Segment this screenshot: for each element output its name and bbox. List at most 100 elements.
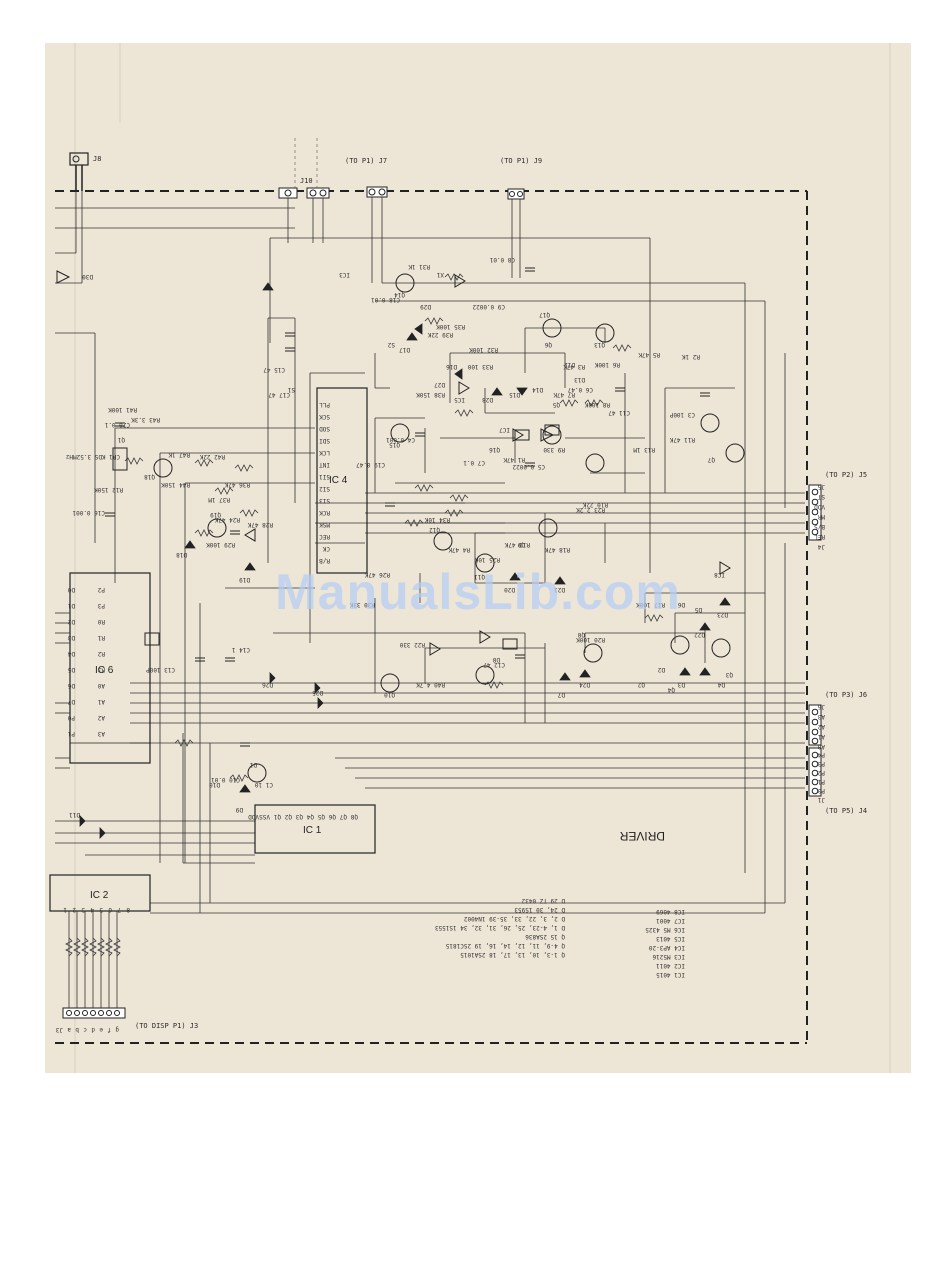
connector-J7 — [366, 186, 388, 283]
component-label: R37 1M — [208, 496, 230, 503]
component-label: C10 0.01 — [211, 776, 240, 783]
component-label: Q8 — [577, 631, 585, 638]
component-label: D9 — [235, 806, 243, 813]
label-IC4: IC 4 — [329, 475, 348, 486]
component-label: R41 100K — [108, 406, 137, 413]
part-legend-row: D 24, 30 1S953 — [514, 906, 565, 913]
ic1-pin-label: Q4 — [306, 813, 314, 820]
label-J4: (TO P5) J4 — [825, 807, 867, 815]
label-IC2: IC 2 — [90, 890, 109, 901]
component-label: R12 150K — [94, 486, 123, 493]
component-label: R3 47K — [563, 363, 585, 370]
component-label: IC3 — [339, 271, 350, 278]
connector-J6-header — [808, 704, 822, 746]
component-label: R40 4.7K — [416, 681, 445, 688]
ic1-pin-label: Q8 — [350, 813, 358, 820]
component-label: R23 2.2K — [576, 506, 605, 513]
component-label: D23 — [717, 611, 728, 618]
j3-pin-label: g — [115, 1026, 119, 1033]
crystal-CR1 — [112, 447, 160, 646]
j4-pin-label: P4 — [817, 751, 825, 758]
component-label: R9 330 — [543, 446, 565, 453]
component-label: R30 33K — [349, 601, 375, 608]
component-label: D29 — [420, 303, 431, 310]
component-label: D6 — [677, 601, 685, 608]
component-label: R4 47K — [448, 546, 470, 553]
transistors — [153, 273, 745, 783]
j3-pin-label: d — [91, 1026, 95, 1033]
label-J9: (TO P1) J9 — [500, 157, 542, 165]
component-label: D16 — [446, 363, 457, 370]
section-label-driver: DRIVER — [619, 829, 665, 843]
part-legend-row: Q 4-9, 11, 12, 14, 16, 19 2SC1815 — [445, 942, 565, 949]
component-label: Q1 — [117, 436, 125, 443]
ic6-pin-label: D6 — [67, 682, 75, 689]
ic-legend-row: IC6 M5 4325 — [645, 926, 685, 933]
ic4-pin-label: RCK — [319, 509, 330, 516]
ic6-pin-label: P1 — [67, 730, 75, 737]
ic2-pin-label: 1 — [63, 906, 67, 913]
component-label: D19 — [239, 576, 250, 583]
label-IC1: IC 1 — [303, 825, 322, 836]
component-label: R32 100K — [469, 346, 498, 353]
ic4-pin-label: LCK — [319, 449, 330, 456]
component-label: R6 100K — [594, 361, 620, 368]
ic-legend-row: IC8 4069 — [656, 908, 685, 915]
component-label: D21 — [554, 586, 565, 593]
ic6-pin-label: D7 — [67, 698, 75, 705]
component-label: X1 — [436, 271, 444, 278]
j4-pin-label: J1 — [817, 796, 825, 803]
ic6-pin-label: D4 — [67, 650, 75, 657]
component-label: R13 1M — [633, 446, 655, 453]
component-label: D18 — [176, 551, 187, 558]
component-label: D26 — [262, 681, 273, 688]
component-label: Q12 — [429, 526, 440, 533]
component-label: C12 47 — [483, 661, 505, 668]
j6-pin-label: A3 — [817, 713, 825, 720]
component-label: R2 1K — [682, 353, 700, 360]
label-J3: (TO DISP P1) J3 — [135, 1022, 198, 1030]
connector-J5-header — [808, 484, 822, 541]
j4-pin-label: P0 — [817, 787, 825, 794]
component-label: R36 47K — [224, 481, 250, 488]
component-label: D11 — [69, 811, 80, 818]
component-label: D24 — [579, 681, 590, 688]
ic1-pin-label: Q1 — [273, 813, 281, 820]
ic4-pin-label: PLL — [319, 401, 330, 408]
ic6-pin-label: D3 — [67, 634, 75, 641]
component-label: D17 — [399, 346, 410, 353]
ic6-pin-label: D2 — [67, 618, 75, 625]
component-label: R24 47K — [214, 516, 240, 523]
component-label: R10 22K — [582, 501, 608, 508]
component-label: C8 0.01 — [489, 256, 515, 263]
j5-pin-label: J4 — [817, 543, 825, 550]
ic-block-IC4 — [316, 387, 368, 574]
component-label: C18 0.01 — [371, 296, 400, 303]
component-label: Q14 — [394, 291, 405, 298]
component-label: D15 — [509, 391, 520, 398]
component-label: IC5 — [454, 396, 465, 403]
driver-schematic: J8 J10 (TO P1) J7 (TO P1) J9 — [49, 43, 891, 1073]
component-label: Q6 — [544, 341, 552, 348]
component-label: C6 0.47 — [567, 386, 593, 393]
j5-pin-label: VDD — [814, 503, 825, 510]
component-label: IC7 — [499, 426, 510, 433]
component-label: D4 — [717, 681, 725, 688]
component-label: D1 — [249, 761, 257, 768]
component-label: D22 — [694, 631, 705, 638]
component-label: R43 3.3K — [131, 416, 160, 423]
ic6-pin-label: D0 — [67, 586, 75, 593]
j6-pin-label: A1 — [817, 733, 825, 740]
ic2-pin-label: 4 — [90, 906, 94, 913]
ic4-pin-label: SI1 — [319, 473, 330, 480]
label-IC6: IC 6 — [95, 665, 114, 676]
j5-pin-label: ST — [817, 493, 825, 500]
label-J10: J10 — [300, 177, 313, 185]
ic-block-IC1 — [254, 804, 376, 854]
component-label: R11 47K — [669, 436, 695, 443]
j3-pin-label: f — [107, 1026, 111, 1033]
component-label: C11 47 — [608, 409, 630, 416]
ic2-pin-label: 5 — [99, 906, 103, 913]
connector-J3-header — [62, 911, 126, 1019]
